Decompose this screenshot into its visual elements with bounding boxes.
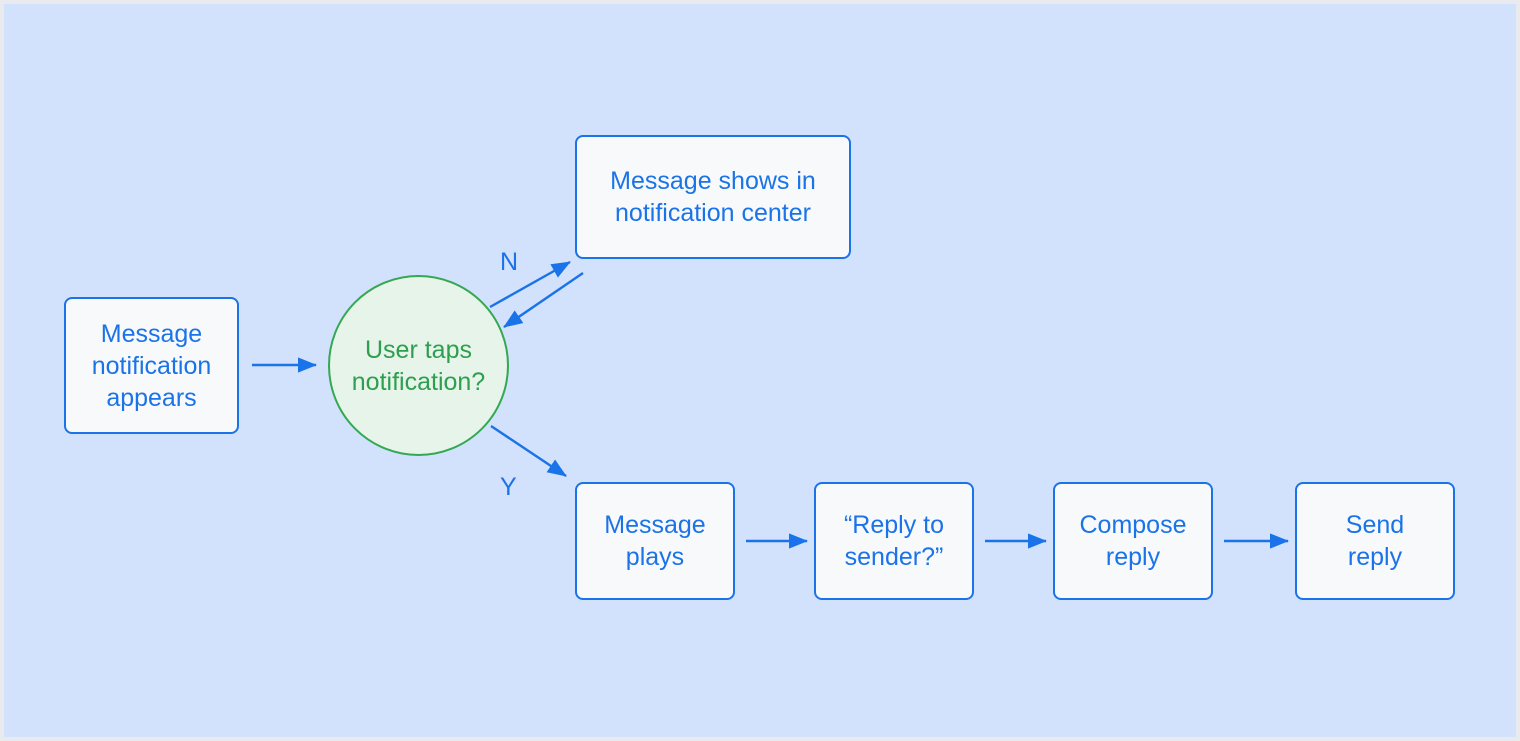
node-message-shows-in-notification-center[interactable]: Message shows in notification center	[575, 135, 851, 259]
node-send-reply[interactable]: Send reply	[1295, 482, 1455, 600]
node-label: Send reply	[1345, 511, 1405, 571]
node-user-taps-notification[interactable]: User taps notification?	[328, 275, 509, 456]
node-label: “Reply to sender?”	[843, 511, 945, 571]
node-label: Compose reply	[1079, 511, 1187, 571]
edge-decision-to-notification-center	[489, 260, 571, 309]
node-label: User taps notification?	[351, 335, 486, 396]
node-message-notification-appears[interactable]: Message notification appears	[64, 297, 239, 434]
edge-label-branch-no: N	[500, 248, 519, 276]
node-label: Message shows in notification center	[610, 167, 816, 227]
edge-label-branch-yes: Y	[500, 473, 517, 501]
node-reply-to-sender[interactable]: “Reply to sender?”	[814, 482, 974, 600]
edge-decision-to-message-plays	[490, 425, 567, 477]
edge-notification-center-to-decision	[503, 272, 584, 328]
node-message-plays[interactable]: Message plays	[575, 482, 735, 600]
node-compose-reply[interactable]: Compose reply	[1053, 482, 1213, 600]
connector-layer	[252, 260, 1289, 549]
node-label: Message notification appears	[91, 319, 212, 412]
node-label: Message plays	[604, 511, 706, 571]
